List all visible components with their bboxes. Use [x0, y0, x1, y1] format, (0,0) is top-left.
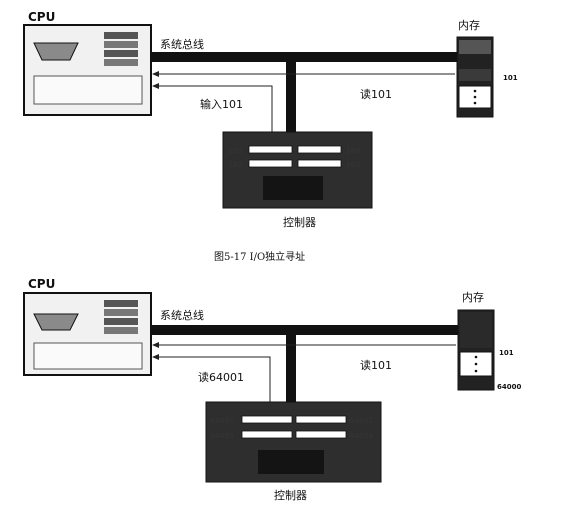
io-register	[241, 415, 293, 424]
io-register	[248, 145, 293, 154]
io-register	[248, 159, 293, 168]
io-register	[297, 145, 342, 154]
alu-icon	[33, 313, 79, 331]
cpu-registers	[104, 32, 138, 66]
io-register	[241, 430, 293, 439]
cpu-block	[23, 292, 152, 376]
controller-block	[222, 131, 373, 209]
memory-block	[457, 309, 495, 391]
register-label: 64001	[210, 417, 234, 425]
controller-core	[263, 176, 323, 200]
register-label: 103	[346, 147, 361, 155]
cpu-label: CPU	[28, 10, 55, 24]
io-register	[297, 159, 342, 168]
input-arrow	[152, 83, 273, 146]
bus-label: 系统总线	[160, 37, 204, 51]
system-bus	[152, 325, 458, 335]
controller-label: 控制器	[274, 488, 307, 502]
input-label: 读64001	[198, 370, 244, 384]
memory-block	[456, 36, 494, 118]
io-register	[295, 430, 347, 439]
cpu-block	[23, 24, 152, 116]
alu-icon	[33, 42, 79, 61]
memory-cell-101	[459, 69, 491, 81]
memory-address-label: 101	[499, 349, 514, 357]
register-label: 64004	[349, 432, 373, 440]
memory-address-label: 101	[503, 74, 518, 82]
controller-block	[205, 401, 382, 483]
memory-label: 内存	[458, 18, 480, 32]
figure-memory-mapped: CPU 系统总线 内存 101 64000 读	[23, 277, 521, 502]
controller-core	[258, 450, 324, 474]
memory-label: 内存	[462, 290, 484, 304]
bus-drop-to-controller	[286, 60, 296, 132]
bus-label: 系统总线	[160, 308, 204, 322]
input-arrow	[152, 354, 271, 416]
register-label: 101	[228, 147, 243, 155]
register-label: 64002	[349, 417, 373, 425]
read-label: 读101	[360, 358, 392, 372]
controller-label: 控制器	[283, 215, 316, 229]
register-label: 102	[228, 161, 243, 169]
system-bus	[152, 52, 458, 62]
register-label: 104	[346, 161, 361, 169]
figure-caption: 图5-17 I/O独立寻址	[214, 250, 305, 263]
register-label: 64003	[210, 432, 234, 440]
io-register	[295, 415, 347, 424]
cpu-registers	[104, 300, 138, 334]
figure-5-17: CPU 系统总线 内存 101	[23, 10, 518, 263]
read-label: 读101	[360, 87, 392, 101]
input-label: 输入101	[200, 97, 243, 111]
bus-drop-to-controller	[286, 333, 296, 402]
memory-address-label: 64000	[497, 383, 521, 391]
cpu-label: CPU	[28, 277, 55, 291]
